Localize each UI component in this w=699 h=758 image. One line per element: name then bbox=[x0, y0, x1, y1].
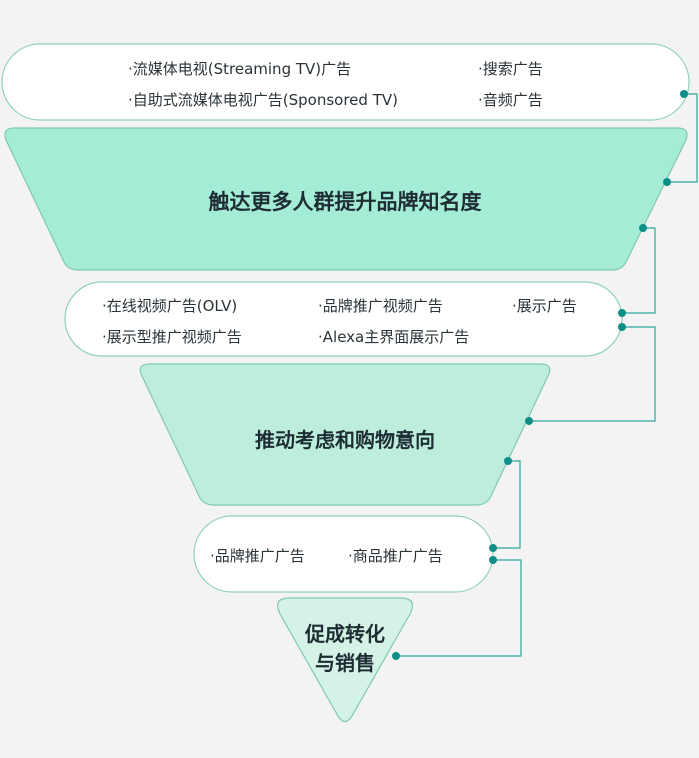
stage3-title-line2: 与销售 bbox=[315, 651, 375, 675]
ad-item: ·展示型推广视频广告 bbox=[102, 328, 242, 346]
ad-item: ·Alexa主界面展示广告 bbox=[318, 328, 470, 346]
ad-item: ·品牌推广视频广告 bbox=[318, 297, 443, 315]
ad-item: ·商品推广广告 bbox=[348, 547, 443, 565]
stage3-title-line1: 促成转化 bbox=[305, 622, 385, 646]
ad-item: ·在线视频广告(OLV) bbox=[102, 297, 238, 315]
ad-item: ·音频广告 bbox=[478, 91, 543, 109]
stage1-ad-pill bbox=[1, 43, 690, 121]
stage3-funnel bbox=[277, 597, 413, 723]
ad-item: ·自助式流媒体电视广告(Sponsored TV) bbox=[128, 91, 398, 109]
stage2-ad-pill bbox=[64, 281, 623, 357]
stage1-title: 触达更多人群提升品牌知名度 bbox=[208, 190, 482, 214]
connector-dots bbox=[392, 90, 688, 660]
stage3-ad-pill bbox=[193, 515, 494, 593]
stage1-funnel bbox=[4, 127, 688, 271]
stage2-funnel bbox=[139, 363, 551, 506]
ad-item: ·品牌推广广告 bbox=[210, 547, 305, 565]
ad-item: ·展示广告 bbox=[512, 297, 577, 315]
ad-item: ·流媒体电视(Streaming TV)广告 bbox=[128, 60, 352, 78]
stage2-title: 推动考虑和购物意向 bbox=[255, 428, 435, 452]
ad-item: ·搜索广告 bbox=[478, 60, 543, 78]
connectors bbox=[396, 93, 698, 657]
